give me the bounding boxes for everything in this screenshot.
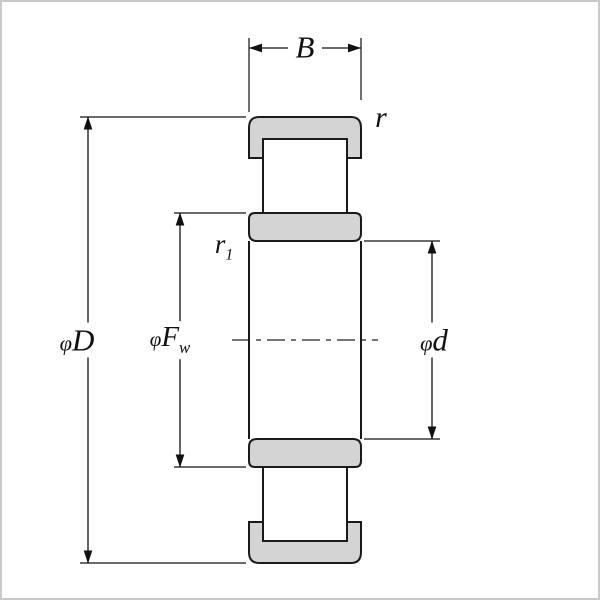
outer-diameter-phi-symbol: φ [59,330,72,356]
outer-diameter-letter: D [71,322,95,358]
raceway-diameter-sub: w [179,337,191,357]
width-label-B: B [296,32,315,63]
outer-diameter-label-phiD: φD [54,322,100,358]
outer-corner-radius-text: r [375,101,387,134]
inner-corner-radius-label-r1: r1 [214,228,234,264]
bottom-roller [262,466,348,542]
bore-diameter-phi-symbol: φ [420,330,433,356]
outer-ring-top-section [248,116,362,159]
outer-corner-radius-label-r: r [375,103,387,133]
raceway-diameter-phi-symbol: φ [149,327,162,352]
bore-diameter-letter: d [432,322,448,358]
top-roller [262,138,348,214]
bore-diameter-label-phid: φd [415,322,453,358]
outer-ring-bottom-section [248,521,362,564]
inner-corner-radius-sub: 1 [225,246,234,264]
inner-corner-radius-base: r [214,228,226,259]
raceway-diameter-letter: F [161,321,180,354]
raceway-diameter-label-phiFw: φFw [144,321,196,359]
inner-ring-bottom-section [248,438,362,468]
inner-ring-top-section [248,212,362,242]
width-label-text: B [295,29,315,65]
